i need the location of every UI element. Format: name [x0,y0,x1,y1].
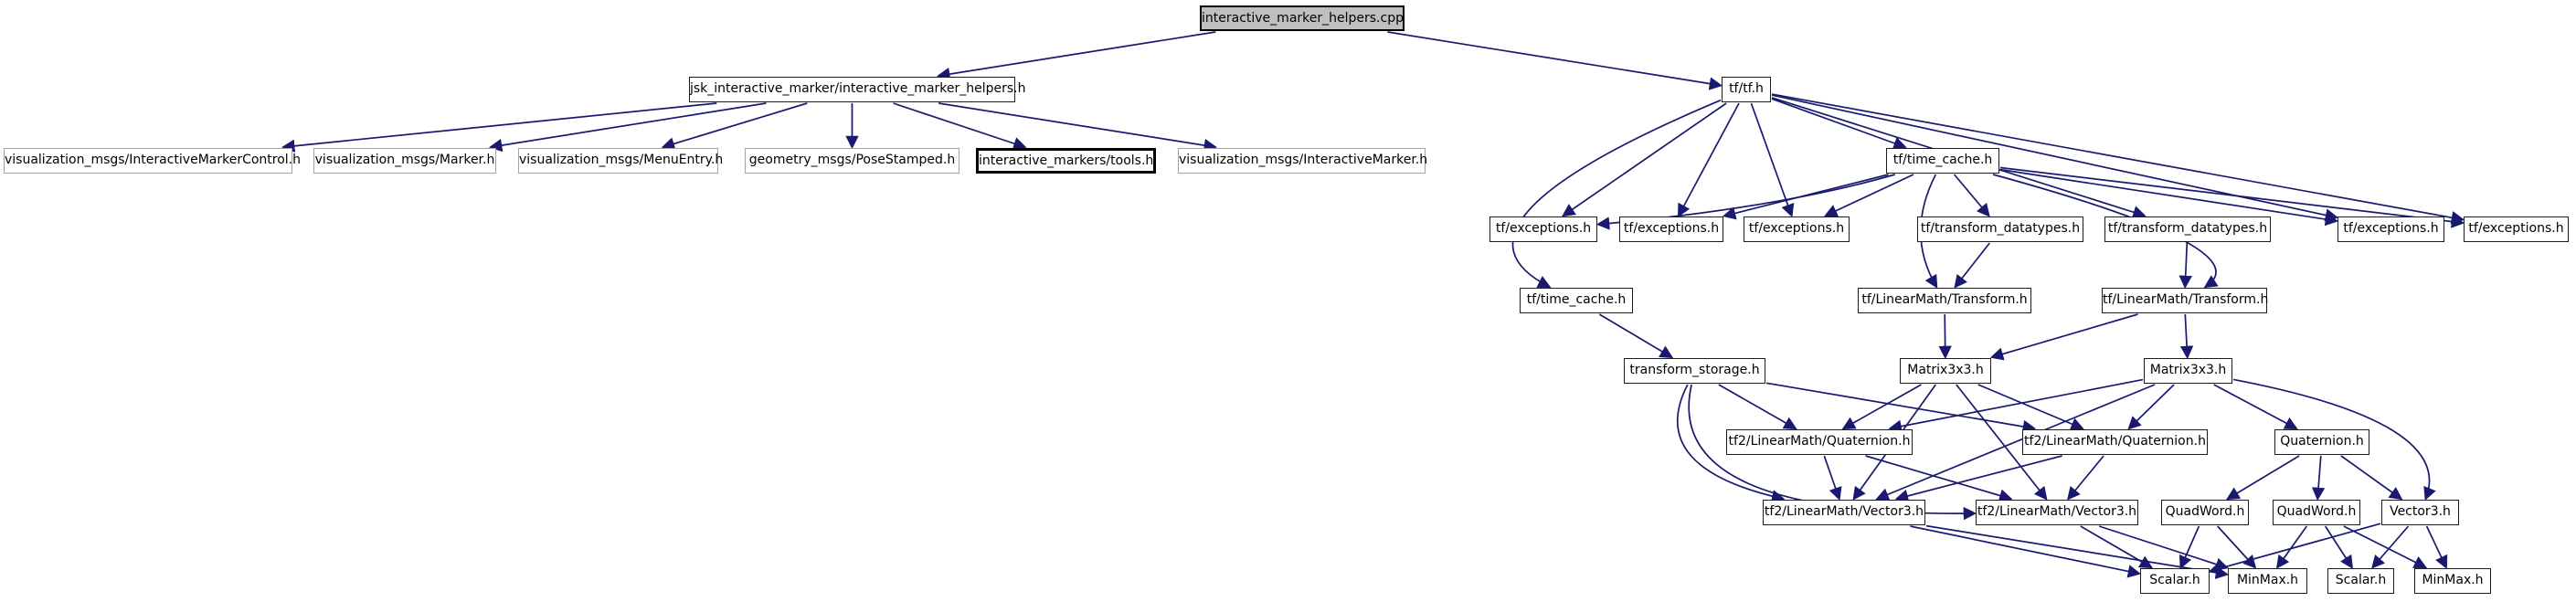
include-edge-tf_h-to-ex3 [1750,102,1795,218]
include-edge-helpers-to-marker [488,102,767,153]
include-edge-tc1-to-dt1 [1953,174,1990,217]
include-edge-v2-to-mm1 [2098,525,2230,571]
graph-node-q1[interactable]: tf2/LinearMath/Quaternion.h [1726,429,1913,455]
include-edge-tf_h-to-ex1 [1562,102,1727,217]
graph-node-v2[interactable]: tf2/LinearMath/Vector3.h [1976,500,2138,525]
include-edge-q1-to-v2 [1865,455,2013,502]
include-edge-qw2-to-mm2 [2343,525,2428,568]
graph-node-imc[interactable]: visualization_msgs/InteractiveMarkerCont… [4,148,301,174]
include-edge-m2-to-vec [2232,378,2436,502]
include-edge-tc1-to-ex2 [1722,174,1889,220]
include-edge-storage-to-q1 [1718,384,1797,430]
graph-node-m1[interactable]: Matrix3x3.h [1900,358,1991,384]
graph-node-mm1[interactable]: MinMax.h [2228,568,2307,594]
graph-node-storage[interactable]: transform_storage.h [1624,358,1765,384]
include-edge-v2-to-s1 [2080,525,2154,569]
include-edge-m2-to-v1 [1875,384,2156,502]
include-edge-tc1-to-ex5 [1999,166,2465,228]
include-edge-quat-to-qw2 [2311,455,2326,502]
graph-node-dt1[interactable]: tf/transform_datatypes.h [1917,217,2083,242]
graph-node-m2[interactable]: Matrix3x3.h [2144,358,2232,384]
graph-node-v1[interactable]: tf2/LinearMath/Vector3.h [1763,500,1925,525]
include-edge-tf_h-to-ex5 [1771,93,2465,225]
include-edge-cpp-to-helpers [937,31,1216,81]
include-edge-tc2-to-storage [1598,313,1674,359]
graph-node-tc1[interactable]: tf/time_cache.h [1886,148,1999,174]
include-edge-tc1-to-ex4 [1999,168,2339,227]
include-edge-storage-to-v1 [1676,384,1786,503]
include-edge-v1-to-s1 [1910,525,2142,578]
include-edge-m2-to-q2 [2127,384,2175,430]
graph-node-tr1[interactable]: tf/LinearMath/Transform.h [1858,288,2031,313]
graph-node-vec[interactable]: Vector3.h [2381,500,2459,525]
graph-node-mm2[interactable]: MinMax.h [2414,568,2491,594]
include-edge-helpers-to-menu [661,102,808,151]
include-edge-m1-to-v2 [1956,384,2048,501]
include-edge-qw2-to-s2 [2324,525,2353,569]
graph-node-tf_h[interactable]: tf/tf.h [1722,77,1771,102]
include-edge-tf_h-to-tc1 [1771,98,1907,150]
graph-node-marker[interactable]: visualization_msgs/Marker.h [313,148,496,174]
include-edge-dt2-to-tr2 [2178,242,2192,290]
graph-node-qw1[interactable]: QuadWord.h [2161,500,2249,525]
include-edge-helpers-to-im [938,102,1218,153]
include-edge-vec-to-s1 [2208,523,2381,575]
include-edge-vec-to-mm2 [2425,525,2448,569]
graph-node-pose[interactable]: geometry_msgs/PoseStamped.h [745,148,959,174]
graph-node-q2[interactable]: tf2/LinearMath/Quaternion.h [2022,429,2208,455]
include-edge-m1-to-q1 [1841,384,1922,430]
graph-node-im[interactable]: visualization_msgs/InteractiveMarker.h [1178,148,1427,174]
graph-node-tr2[interactable]: tf/LinearMath/Transform.h [2102,288,2268,313]
graph-node-ex1[interactable]: tf/exceptions.h [1489,217,1597,242]
include-edge-tf_h-to-tc2 [1511,99,1722,288]
graph-node-cpp[interactable]: interactive_marker_helpers.cpp [1200,5,1405,31]
graph-node-qw2[interactable]: QuadWord.h [2273,500,2360,525]
include-edge-tf_h-to-ex2 [1677,102,1740,217]
include-edge-storage-to-q2 [1765,382,2037,434]
include-edge-qw2-to-mm1 [2275,525,2307,569]
include-edge-tf_h-to-ex4 [1771,94,2339,222]
include-edge-q1-to-v1 [1823,455,1842,502]
include-edge-tr2-to-m2 [2179,313,2194,360]
graph-node-tools[interactable]: interactive_markers/tools.h [976,148,1156,174]
include-edge-qw1-to-mm1 [2217,525,2257,569]
include-edge-tr2-to-m1 [1989,313,2138,361]
graph-node-ex5[interactable]: tf/exceptions.h [2464,217,2569,242]
include-edge-tc1-to-ex3 [1824,174,1914,217]
graph-node-helpers[interactable]: jsk_interactive_marker/interactive_marke… [689,77,1026,102]
include-edge-helpers-to-tools [893,102,1027,150]
include-edge-qw1-to-s1 [2178,525,2200,569]
include-edge-vec-to-s2 [2371,525,2410,569]
graph-node-menu[interactable]: visualization_msgs/MenuEntry.h [518,148,723,174]
include-edge-quat-to-qw1 [2226,455,2300,501]
include-edge-quat-to-vec [2340,455,2403,501]
include-edge-m1-to-q2 [1977,384,2084,430]
include-edge-q2-to-v1 [1894,455,2062,502]
graph-node-ex4[interactable]: tf/exceptions.h [2337,217,2444,242]
include-edge-helpers-to-imc [281,102,717,153]
include-edge-q2-to-v2 [2067,455,2104,501]
graph-node-quat[interactable]: Quaternion.h [2274,429,2369,455]
include-edge-v1-to-mm1 [1925,524,2230,579]
include-edge-dt1-to-tr1 [1954,242,1990,289]
include-edge-m2-to-q1 [1888,378,2144,433]
graph-node-tc2[interactable]: tf/time_cache.h [1520,288,1633,313]
graph-node-ex3[interactable]: tf/exceptions.h [1744,217,1850,242]
include-edge-cpp-to-tf_h [1387,31,1723,90]
graph-node-dt2[interactable]: tf/transform_datatypes.h [2104,217,2271,242]
graph-node-ex2[interactable]: tf/exceptions.h [1619,217,1723,242]
graph-node-s1[interactable]: Scalar.h [2140,568,2210,594]
graph-node-s2[interactable]: Scalar.h [2327,568,2394,594]
include-edge-m2-to-quat [2213,384,2298,430]
